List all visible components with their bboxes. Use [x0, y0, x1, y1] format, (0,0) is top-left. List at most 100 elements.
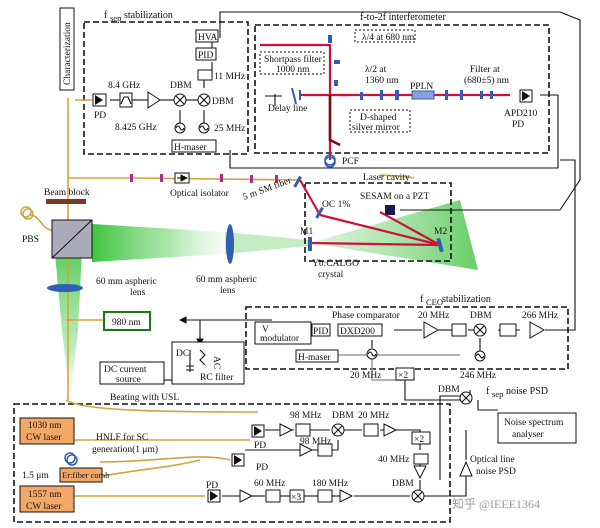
laser-cavity-label: Laser cavity	[363, 173, 410, 183]
characterization-unit: Characterization	[59, 7, 75, 91]
beam-block[interactable]	[46, 199, 86, 204]
dc-current-source[interactable]	[99, 361, 165, 385]
mirror-m1[interactable]	[308, 237, 312, 251]
bandpass-filter-1[interactable]	[119, 92, 133, 108]
characterization-label: Characterization	[63, 22, 73, 85]
amplifier-e[interactable]	[239, 489, 254, 503]
delay-line-stage[interactable]	[265, 94, 282, 106]
amplifier-b[interactable]	[299, 443, 314, 457]
laser-1557[interactable]	[19, 485, 75, 513]
filter-20mhz-c[interactable]	[363, 423, 379, 437]
amplifier-c[interactable]	[383, 423, 398, 437]
mixer-icon	[199, 95, 209, 105]
interferometer-optics	[291, 35, 493, 105]
filter-nm-label: (680±5) nm	[464, 75, 510, 86]
dxd200-box[interactable]	[337, 323, 383, 337]
freq-8-425ghz: 8.425 GHz	[115, 123, 157, 133]
pid-mid-box[interactable]	[311, 323, 331, 337]
dxd200-label: DXD200	[340, 327, 375, 337]
aspheric-lens-2-label-2: lens	[130, 288, 146, 298]
hnlf-coil	[64, 452, 78, 466]
dbm-label-1: DBM	[170, 81, 192, 91]
amplifier-f[interactable]	[339, 489, 354, 503]
amplifier-1[interactable]	[147, 91, 161, 109]
sine-icon	[199, 125, 209, 131]
mixer-icon	[175, 95, 185, 105]
filter-40mhz[interactable]	[413, 453, 429, 465]
amplifier-a[interactable]	[279, 423, 294, 437]
pcf-coil[interactable]	[324, 154, 336, 168]
amplifier-266[interactable]	[529, 321, 546, 339]
hmaser-top-label: H-maser	[174, 143, 208, 153]
filter-20mhz-a[interactable]	[451, 323, 467, 337]
hnlf-label-2: generation(1 μm)	[92, 444, 158, 455]
pid-top-box[interactable]	[195, 47, 217, 61]
multiplier-x2-b[interactable]	[411, 431, 431, 445]
freq-8-4ghz: 8.4 GHz	[108, 81, 140, 91]
filter-60mhz[interactable]	[265, 489, 281, 503]
rc-filter-label: RC filter	[200, 372, 234, 383]
optical-isolator-label: Optical isolator	[170, 189, 230, 199]
sine-icon	[367, 351, 377, 357]
ppln-crystal[interactable]	[411, 90, 435, 100]
ppln-label: PPLN	[410, 82, 433, 92]
shortpass-label: Shortpass filter	[264, 54, 323, 65]
dbm-label-3: DBM	[470, 311, 492, 321]
amplifier-d[interactable]	[413, 465, 427, 480]
laser-cavity-box	[304, 182, 452, 262]
pid-mid-label: PID	[313, 327, 328, 337]
fsep-title-suffix: stabilization	[124, 10, 173, 21]
rc-filter-box[interactable]	[171, 341, 245, 385]
aspheric-lens-2[interactable]	[47, 284, 83, 292]
sesam-on-pzt[interactable]	[385, 205, 395, 215]
hva-box[interactable]	[195, 29, 219, 43]
m1-label: M1	[300, 227, 313, 237]
crystal-label-2: crystal	[318, 270, 344, 280]
pcf-label: PCF	[342, 157, 359, 167]
er-fiber-comb[interactable]	[59, 467, 103, 483]
hmaser-top-box[interactable]	[171, 139, 217, 153]
multiplier-x2-a[interactable]	[395, 367, 415, 381]
mixer-icon	[461, 393, 471, 403]
filter-266mhz[interactable]	[499, 323, 517, 337]
noise-spectrum-analyser[interactable]	[497, 412, 577, 444]
apd210-pd-label: PD	[512, 120, 524, 130]
dbm-label-2: DBM	[212, 97, 234, 107]
amplifier-g[interactable]	[459, 460, 473, 477]
hmaser-mid-box[interactable]	[295, 349, 339, 363]
characterization-box[interactable]	[59, 7, 75, 91]
pump-diode-980[interactable]	[103, 311, 151, 331]
dc-source-label-2: source	[116, 375, 141, 385]
x3-label: ×3	[291, 493, 301, 503]
filter-98a[interactable]	[295, 423, 311, 437]
photodiode-icon	[95, 95, 103, 105]
dbm-label-5: DBM	[332, 411, 354, 421]
laser-1030[interactable]	[19, 417, 75, 445]
lambda2-label: λ/2 at	[365, 65, 387, 75]
pbs-label: PBS	[22, 235, 39, 245]
filter-98b[interactable]	[317, 443, 333, 457]
multiplier-x3[interactable]	[289, 489, 305, 503]
filter-11mhz[interactable]	[197, 69, 213, 81]
dbm-label-6: DBM	[392, 479, 414, 489]
photodiode-icon	[522, 91, 530, 101]
dshaped-label: D-shaped	[360, 113, 397, 123]
filter-180mhz[interactable]	[317, 489, 333, 503]
fceo-title-sub: CEO	[426, 297, 443, 307]
delay-line-label: Delay line	[268, 104, 307, 114]
freq-98a: 98 MHz	[290, 411, 321, 421]
mixer-icon	[413, 491, 423, 501]
photodiode-icon	[234, 455, 242, 465]
aspheric-lens-1[interactable]	[226, 224, 234, 264]
lambda4-box	[354, 29, 416, 43]
pd-left-label: PD	[94, 111, 106, 121]
v-modulator-box[interactable]	[254, 321, 312, 345]
amplifier-fceo[interactable]	[423, 321, 440, 339]
sine-icon	[475, 353, 485, 359]
um15-label: 1.5 μm	[22, 471, 49, 481]
x2-b-label: ×2	[414, 435, 424, 445]
olnpsd-label: Optical line	[470, 455, 515, 465]
mirror-m2[interactable]	[436, 237, 444, 253]
m2-label: M2	[434, 227, 447, 237]
freq-11mhz: 11 MHz	[214, 72, 245, 82]
